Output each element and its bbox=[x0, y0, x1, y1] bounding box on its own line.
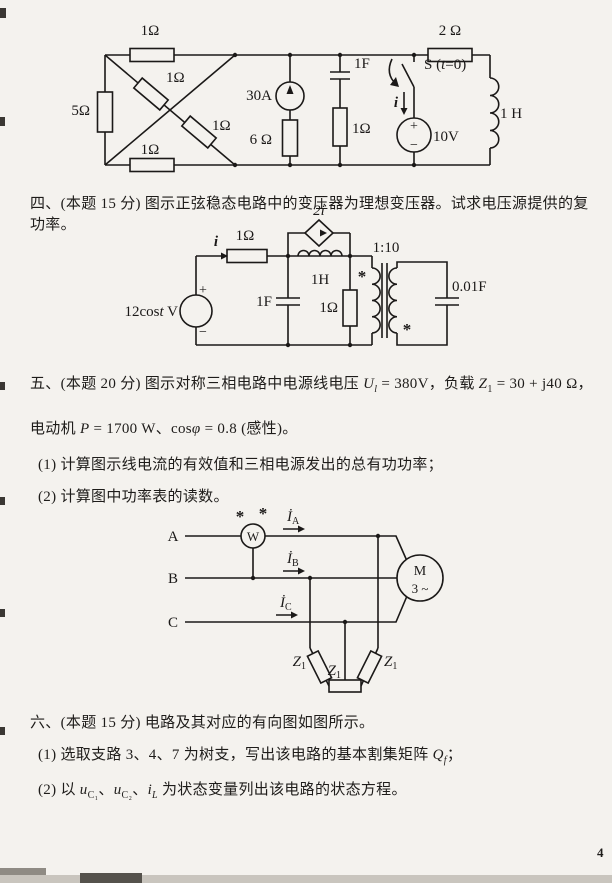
label-current-i: i bbox=[394, 95, 399, 111]
impedance-z1-left bbox=[306, 649, 333, 685]
label-phase-c: C bbox=[168, 615, 178, 631]
label-switch: S (t=0) bbox=[424, 57, 466, 73]
resistor-1ohm-diag2 bbox=[180, 114, 218, 150]
label-current-ib: İB bbox=[286, 551, 299, 569]
resistor-6ohm bbox=[281, 119, 299, 157]
label-dep-source: 2i bbox=[313, 205, 325, 219]
resistor-1ohm-shunt bbox=[342, 289, 358, 327]
section-6-line1: 六、(本题 15 分) 电路及其对应的有向图如图所示。 bbox=[30, 715, 375, 731]
label-r-diag2: 1Ω bbox=[212, 118, 231, 134]
label-z1-bottom: Z1 bbox=[328, 663, 341, 681]
label-inductor: 1 H bbox=[500, 106, 522, 122]
impedance-z1-right bbox=[356, 649, 383, 685]
label-current-source: 30A bbox=[246, 88, 272, 104]
label-current-ic: İC bbox=[279, 595, 292, 613]
dependent-source-2i bbox=[303, 218, 335, 248]
dot-mark-secondary: * bbox=[403, 320, 412, 339]
circuit-3-wires bbox=[185, 528, 408, 687]
section-5-item1: (1) 计算图示线电流的有效值和三相电源发出的总有功功率； bbox=[38, 457, 443, 473]
transformer-secondary-coil bbox=[388, 267, 398, 334]
label-voltage-source: 10V bbox=[433, 129, 459, 145]
section-5-line1: 五、(本题 20 分) 图示对称三相电路中电源线电压 Ul = 380V，负载 … bbox=[30, 376, 593, 395]
dot-mark-primary: * bbox=[358, 267, 367, 286]
label-plus: + bbox=[199, 283, 207, 298]
label-z1-left: Z1 bbox=[293, 654, 306, 672]
arrowhead-ib bbox=[298, 567, 305, 575]
circuit-2-wires bbox=[195, 232, 459, 346]
resistor-2ohm bbox=[427, 47, 473, 63]
current-arrowhead bbox=[400, 108, 408, 115]
label-r2: 1Ω bbox=[319, 300, 338, 316]
label-cap-1f: 1F bbox=[354, 56, 370, 72]
label-motor-3ph: 3 ~ bbox=[412, 581, 429, 596]
label-r-bottom: 1Ω bbox=[141, 142, 160, 158]
wattmeter-star-2: * bbox=[259, 505, 268, 523]
label-r-left: 5Ω bbox=[71, 103, 90, 119]
resistor-1ohm-top bbox=[129, 47, 175, 63]
resistor-1ohm-cap-branch bbox=[332, 107, 348, 147]
label-phase-a: A bbox=[168, 529, 179, 545]
circuit-1-junctions bbox=[232, 52, 417, 168]
label-r-cap: 1Ω bbox=[352, 121, 371, 137]
label-current-i: i bbox=[214, 234, 219, 250]
label-r-diag1: 1Ω bbox=[166, 70, 185, 86]
label-turns-ratio: 1:10 bbox=[373, 240, 400, 256]
resistor-1ohm-bottom bbox=[129, 157, 175, 173]
label-plus: + bbox=[410, 119, 418, 134]
arrowhead-ic bbox=[291, 611, 298, 619]
circuit-3-diagram: A B C W * * İA İB İC M 3 ~ Z1 Z1 Z1 bbox=[168, 505, 444, 693]
label-cap1: 1F bbox=[256, 294, 272, 310]
transformer-core bbox=[381, 263, 388, 338]
section-6-item2: (2) 以 uC₁、uC₂、iL 为状态变量列出该电路的状态方程。 bbox=[38, 782, 407, 801]
switch-arrowhead bbox=[390, 77, 399, 87]
impedance-z1-bottom bbox=[328, 679, 362, 693]
label-r-top: 1Ω bbox=[141, 23, 160, 39]
label-motor-m: M bbox=[414, 564, 427, 579]
label-wattmeter: W bbox=[247, 529, 260, 544]
section-6-item1: (1) 选取支路 3、4、7 为树支，写出该电路的基本割集矩阵 Qf； bbox=[38, 747, 463, 766]
section-4-text: 四、(本题 15 分) 图示正弦稳态电路中的变压器为理想变压器。试求电压源提供的… bbox=[30, 196, 589, 233]
page-number: 4 bbox=[597, 845, 604, 860]
current-arrowhead bbox=[221, 252, 228, 260]
inductor-1h-coil bbox=[297, 249, 343, 257]
label-inductor: 1H bbox=[311, 272, 330, 288]
inductor-1h-coil bbox=[489, 77, 500, 149]
label-r-right: 2 Ω bbox=[439, 23, 461, 39]
label-r-mid: 6 Ω bbox=[250, 132, 272, 148]
label-minus: − bbox=[410, 138, 418, 153]
resistor-1ohm-series bbox=[226, 248, 268, 264]
voltage-source-10v bbox=[396, 117, 432, 153]
source-arrowhead bbox=[286, 85, 294, 94]
wattmeter-star-1: * bbox=[236, 507, 245, 526]
section-5-line2: 电动机 P = 1700 W、cosφ = 0.8 (感性)。 bbox=[30, 421, 298, 437]
circuit-2-junctions bbox=[285, 253, 353, 348]
resistor-5ohm bbox=[96, 91, 114, 133]
label-cap2: 0.01F bbox=[452, 279, 487, 295]
arrowhead-ia bbox=[298, 525, 305, 533]
label-z1-right: Z1 bbox=[384, 654, 397, 672]
circuit-1-diagram: 1Ω 1Ω 1Ω 5Ω 1Ω 30A 6 Ω 1F 1Ω 2 Ω S (t=0)… bbox=[71, 23, 522, 173]
label-voltage-source: 12cost V bbox=[125, 304, 179, 320]
label-r1: 1Ω bbox=[236, 228, 255, 244]
voltage-source-12cost bbox=[179, 294, 213, 328]
dep-source-arrowhead bbox=[320, 229, 327, 237]
resistor-1ohm-diag1 bbox=[132, 76, 170, 112]
wattmeter bbox=[240, 523, 266, 549]
label-minus: − bbox=[199, 325, 207, 340]
circuit-3-junctions bbox=[250, 533, 381, 625]
circuit-2-diagram: 12cost V + − i 1Ω 2i 1H 1F 1Ω 1:10 * * 0… bbox=[125, 205, 487, 348]
motor bbox=[396, 554, 444, 602]
current-source-30a bbox=[275, 81, 305, 111]
transformer-primary-coil bbox=[371, 267, 381, 334]
section-5-item2: (2) 计算图中功率表的读数。 bbox=[38, 489, 229, 505]
label-phase-b: B bbox=[168, 571, 178, 587]
label-current-ia: İA bbox=[286, 509, 300, 527]
